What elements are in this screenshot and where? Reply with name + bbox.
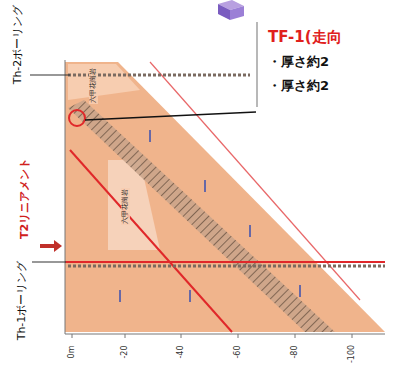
callout-line: ・厚さ約2	[268, 77, 344, 95]
callout-title: TF-1(走向	[268, 28, 344, 47]
depth-label: -20	[121, 345, 129, 358]
depth-label: 0m	[68, 346, 76, 359]
axis	[65, 60, 66, 334]
cube-icon	[218, 0, 244, 20]
marker	[120, 130, 300, 302]
boring-mark	[32, 261, 66, 262]
leader-line	[85, 112, 256, 120]
lineament-arrow	[54, 240, 62, 252]
depth-label: -80	[291, 345, 299, 358]
lineament-arrow	[40, 244, 54, 248]
callout-box: TF-1(走向・厚さ約2 ・厚さ約2	[256, 22, 348, 107]
borehole	[68, 265, 385, 268]
callout-line: ・厚さ約2	[268, 53, 344, 71]
highlight-circle	[69, 110, 85, 126]
depth-label: -40	[177, 345, 185, 358]
axis	[65, 334, 385, 335]
boring-label: Th-2ボーリング	[13, 4, 24, 84]
boring-label: T2リニアメント	[20, 157, 31, 238]
axis-ticks	[72, 334, 352, 338]
fault-line	[70, 150, 232, 332]
depth-label: -100	[348, 345, 356, 363]
depth-label: -60	[234, 345, 242, 358]
boring-label: Th-1ボーリング	[17, 260, 28, 340]
upper-zone	[68, 64, 140, 100]
fault-zone	[68, 100, 335, 332]
fault-line	[65, 261, 385, 263]
boring-mark	[30, 74, 70, 75]
unit-label: 六甲花崗岩	[121, 188, 130, 225]
unit-label: 六甲花崗岩	[89, 67, 98, 104]
